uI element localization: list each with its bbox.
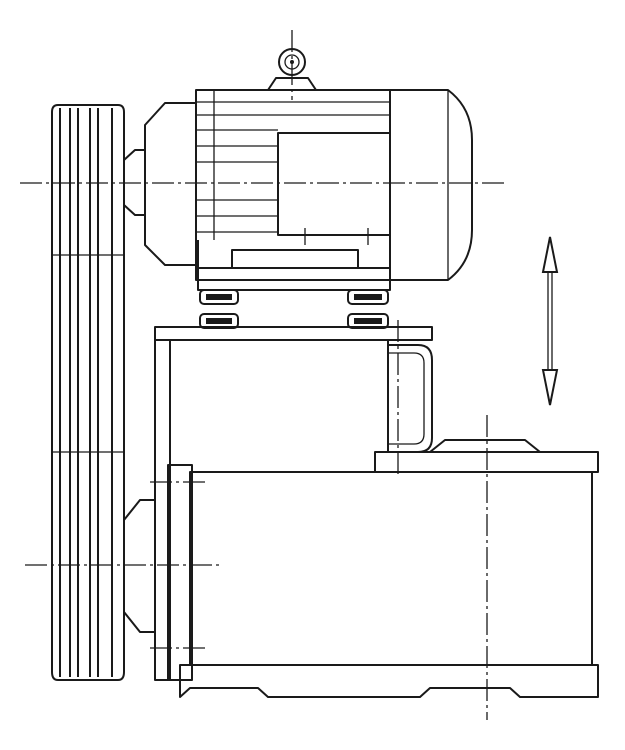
adjust-arrow: [541, 236, 559, 406]
vibration-mounts: [199, 289, 389, 329]
motor: [123, 48, 473, 291]
cooling-fins: [196, 90, 390, 240]
pulley-belts: [51, 104, 125, 681]
motor-feet: [197, 240, 391, 269]
gearbox: [123, 439, 599, 698]
terminal-box: [277, 132, 391, 236]
centerlines: [20, 30, 505, 720]
mounting-plate: [154, 326, 433, 681]
